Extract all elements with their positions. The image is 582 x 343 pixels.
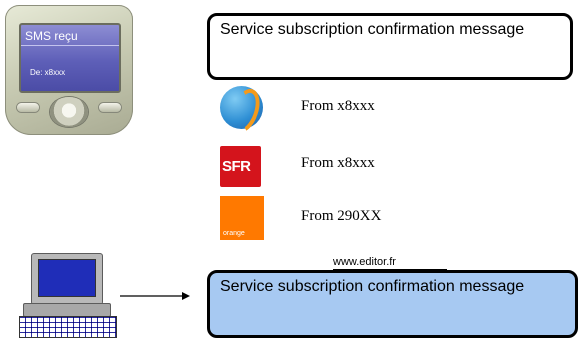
monitor-screen bbox=[38, 259, 96, 297]
sms-confirmation-message-box: Service subscription confirmation messag… bbox=[207, 13, 573, 80]
phone-navigation-pad bbox=[50, 97, 88, 127]
web-confirmation-message-text: Service subscription confirmation messag… bbox=[220, 278, 525, 295]
orange-logo-icon: orange bbox=[220, 196, 264, 240]
sfr-logo-icon: SFR bbox=[220, 146, 261, 187]
web-confirmation-message-box: Service subscription confirmation messag… bbox=[207, 270, 578, 338]
sms-confirmation-message-text: Service subscription confirmation messag… bbox=[220, 21, 525, 38]
phone-left-key bbox=[17, 103, 39, 112]
computer-base-unit bbox=[23, 303, 111, 317]
sms-separator bbox=[21, 45, 119, 46]
sms-sender: De: x8xxx bbox=[30, 68, 66, 77]
phone-keypad bbox=[17, 97, 121, 131]
monitor-icon bbox=[31, 253, 103, 305]
orange-logo-label: orange bbox=[223, 230, 245, 237]
sfr-logo-label: SFR bbox=[222, 158, 251, 175]
operator-bouygues-from: From x8xxx bbox=[301, 98, 375, 114]
sms-received-title: SMS reçu bbox=[25, 29, 78, 43]
phone-right-key bbox=[99, 103, 121, 112]
operator-sfr-from: From x8xxx bbox=[301, 155, 375, 171]
keyboard-icon bbox=[19, 316, 117, 338]
arrow-right-icon bbox=[120, 292, 190, 300]
bouygues-logo-icon bbox=[220, 86, 263, 129]
editor-url-label: www.editor.fr bbox=[333, 256, 396, 268]
operator-orange-from: From 290XX bbox=[301, 208, 382, 224]
computer-illustration bbox=[19, 253, 119, 338]
phone-illustration: SMS reçu De: x8xxx bbox=[5, 5, 133, 135]
editor-url-underline bbox=[333, 269, 447, 270]
phone-screen: SMS reçu De: x8xxx bbox=[19, 23, 121, 93]
